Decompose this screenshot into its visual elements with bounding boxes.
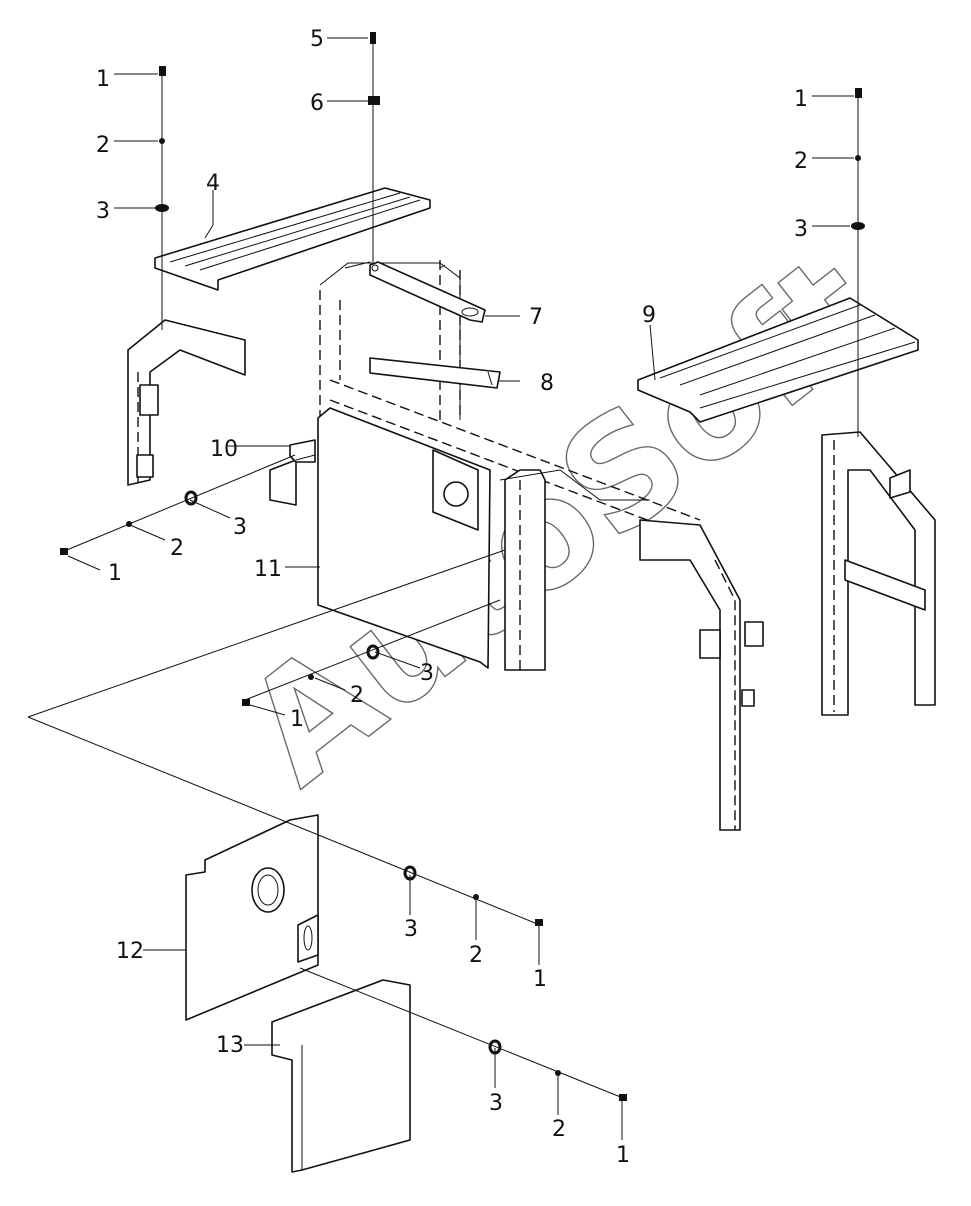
flat-washer-icon <box>366 644 380 660</box>
callout-1: 1 <box>108 561 122 586</box>
callout-2: 2 <box>170 536 184 561</box>
bolt-icon <box>619 1094 627 1101</box>
bolt-icon <box>535 919 543 926</box>
callout-3: 3 <box>233 515 247 540</box>
side-panel <box>317 407 491 669</box>
leader-lines <box>27 37 859 1140</box>
callout-2: 2 <box>96 133 110 158</box>
callout-2: 2 <box>350 683 364 708</box>
flat-washer-icon <box>851 222 865 230</box>
callout-3: 3 <box>794 217 808 242</box>
step-plate-9 <box>637 297 919 423</box>
callout-12: 12 <box>116 939 144 964</box>
callout-5: 5 <box>310 27 324 52</box>
callout-7: 7 <box>529 305 543 330</box>
callout-1: 1 <box>616 1143 630 1168</box>
callout-6: 6 <box>310 91 324 116</box>
panel-13 <box>271 979 411 1173</box>
flat-washer-icon <box>403 865 417 881</box>
washer-icon <box>473 894 479 900</box>
callout-3: 3 <box>96 199 110 224</box>
bolt-icon <box>370 32 376 44</box>
callout-4: 4 <box>206 171 220 196</box>
callout-8: 8 <box>540 371 554 396</box>
callout-2: 2 <box>552 1117 566 1142</box>
washer-icon <box>308 674 314 680</box>
callout-13: 13 <box>216 1033 244 1058</box>
arm-8 <box>369 357 501 389</box>
nut-icon <box>368 96 380 105</box>
callouts: 1 2 3 4 5 6 7 8 9 1 2 3 10 3 2 1 11 3 2 … <box>96 27 808 1168</box>
callout-1: 1 <box>290 707 304 732</box>
callout-11: 11 <box>254 557 282 582</box>
flat-washer-icon <box>488 1039 502 1055</box>
fasteners <box>60 32 865 1101</box>
callout-1: 1 <box>96 67 110 92</box>
washer-icon <box>159 138 165 144</box>
washer-icon <box>126 521 132 527</box>
bolt-icon <box>159 66 166 76</box>
washer-icon <box>555 1070 561 1076</box>
callout-1: 1 <box>794 87 808 112</box>
main-frame <box>319 260 764 831</box>
right-frame <box>821 431 936 716</box>
bolt-icon <box>855 88 862 98</box>
callout-1: 1 <box>533 967 547 992</box>
bracket-10 <box>269 439 316 506</box>
washer-icon <box>855 155 861 161</box>
callout-9: 9 <box>642 303 656 328</box>
bolt-icon <box>60 548 68 555</box>
callout-3: 3 <box>404 917 418 942</box>
panel-12 <box>185 814 319 1021</box>
arm-7 <box>369 261 486 323</box>
callout-10: 10 <box>210 437 238 462</box>
left-frame <box>127 319 246 486</box>
callout-2: 2 <box>469 943 483 968</box>
flat-washer-icon <box>155 204 169 212</box>
bolt-icon <box>242 699 250 706</box>
flat-washer-icon <box>184 490 198 506</box>
callout-2: 2 <box>794 149 808 174</box>
callout-3: 3 <box>489 1091 503 1116</box>
callout-3: 3 <box>420 661 434 686</box>
